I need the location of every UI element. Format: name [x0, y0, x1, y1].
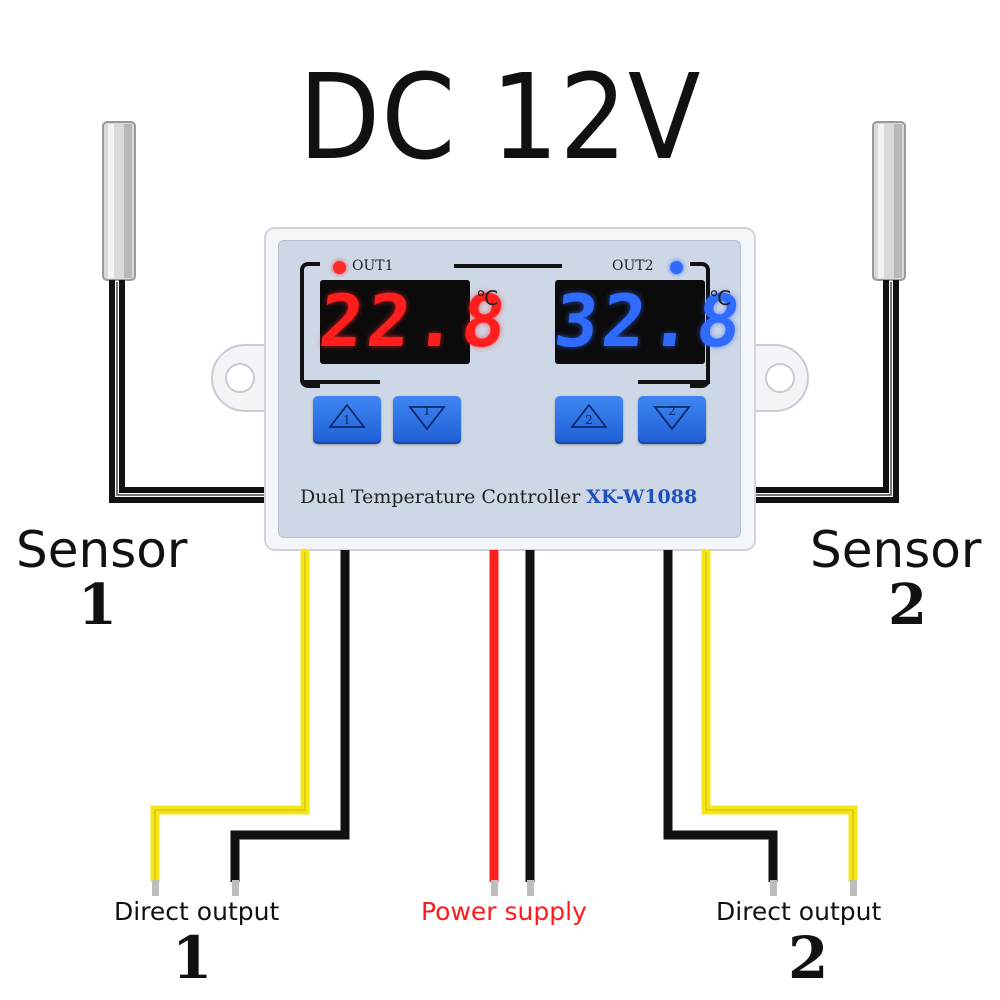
arrow-up-icon	[328, 403, 366, 428]
out2-down-number: 2	[668, 404, 676, 418]
sensor-2-label: Sensor	[810, 521, 982, 579]
out1-down-button[interactable]: 1	[393, 396, 461, 444]
sensor-2-number: 2	[888, 572, 927, 638]
controller-panel: OUT1 OUT2 22.8 ℃ 32.8 ℃ 1 1 2 2	[278, 240, 749, 538]
sensor-1-probe	[102, 121, 272, 503]
display-2-bezel	[690, 262, 710, 388]
arrow-up-icon	[570, 403, 608, 428]
out2-label: OUT2	[612, 258, 654, 274]
direct-output-1-number: 1	[172, 924, 213, 992]
arrow-down-icon	[653, 406, 691, 431]
panel-divider	[454, 264, 562, 268]
display-1-bezel	[300, 262, 320, 388]
display-1-value: 22.8	[315, 279, 514, 363]
out2-indicator-icon	[670, 261, 683, 274]
product-model: XK-W1088	[586, 486, 698, 508]
direct-output-1-wires	[150, 550, 350, 896]
display-1: 22.8	[316, 279, 514, 364]
voltage-title: DC 12V	[298, 48, 702, 186]
display-1-unit: ℃	[476, 286, 499, 310]
product-name: Dual Temperature Controller	[300, 486, 581, 508]
sensor-1-label: Sensor	[16, 521, 188, 579]
out1-indicator-icon	[333, 261, 346, 274]
direct-output-2-label: Direct output	[716, 897, 882, 926]
arrow-down-icon	[408, 406, 446, 431]
out1-label: OUT1	[352, 258, 394, 274]
display-1-underline	[304, 380, 380, 384]
out1-down-number: 1	[423, 404, 431, 418]
out2-up-button[interactable]: 2	[555, 396, 623, 444]
display-2-value: 32.8	[550, 279, 749, 363]
direct-output-2-number: 2	[788, 924, 829, 992]
display-2-underline	[638, 380, 710, 384]
out1-up-button[interactable]: 1	[313, 396, 381, 444]
out2-down-button[interactable]: 2	[638, 396, 706, 444]
sensor-2-probe	[748, 121, 906, 503]
power-supply-label: Power supply	[421, 897, 587, 926]
display-2: 32.8	[551, 279, 749, 364]
sensor-1-number: 1	[78, 572, 117, 638]
out2-up-number: 2	[585, 413, 593, 427]
power-supply-wires	[489, 550, 535, 896]
direct-output-1-label: Direct output	[114, 897, 280, 926]
out1-up-number: 1	[343, 413, 351, 427]
display-2-unit: ℃	[709, 286, 732, 310]
direct-output-2-wires	[663, 550, 858, 896]
